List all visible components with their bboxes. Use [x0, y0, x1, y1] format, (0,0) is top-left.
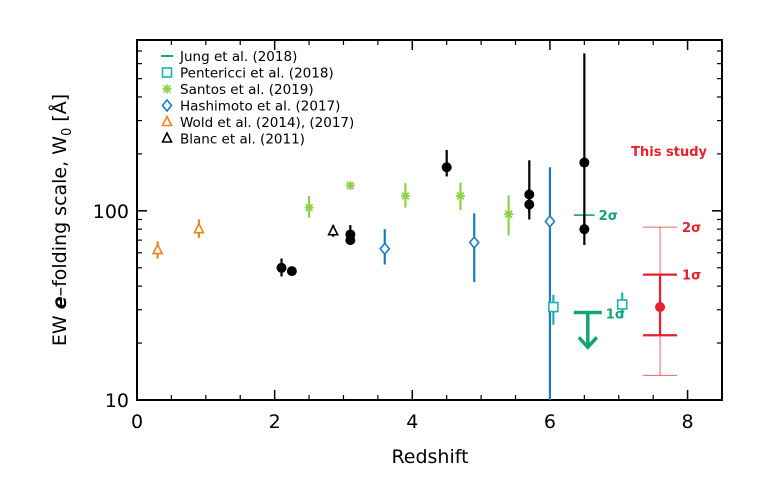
data-point	[286, 266, 297, 277]
data-point	[548, 301, 559, 313]
upper-limit-label: 1σ	[606, 308, 625, 323]
x-tick-label: 8	[682, 411, 694, 433]
data-point	[616, 299, 628, 310]
data-point	[579, 157, 590, 168]
data-point	[441, 162, 452, 173]
series-triangle-0	[327, 223, 339, 237]
legend-label: Pentericci et al. (2018)	[180, 66, 334, 82]
data-point	[345, 181, 355, 191]
data-point	[579, 224, 590, 235]
one-sigma-label: 1σ	[682, 269, 701, 284]
data-point	[544, 214, 556, 229]
data-point	[524, 199, 535, 210]
legend-label: Hashimoto et al. (2017)	[180, 99, 340, 115]
legend-item: Wold et al. (2014), (2017)	[161, 114, 354, 131]
this-study-marker	[655, 302, 666, 313]
two-sigma-label: 2σ	[682, 221, 701, 236]
legend-item: Blanc et al. (2011)	[161, 131, 305, 148]
data-point	[276, 262, 287, 273]
legend-marker	[161, 131, 173, 143]
legend-item: Hashimoto et al. (2017)	[161, 98, 340, 115]
x-tick-label: 0	[131, 411, 143, 433]
series-square-4	[548, 292, 628, 325]
legend-item: Pentericci et al. (2018)	[161, 66, 334, 82]
legend-label: Wold et al. (2014), (2017)	[180, 115, 354, 131]
data-point	[151, 242, 164, 255]
x-tick-label: 4	[406, 411, 418, 433]
data-point	[455, 191, 465, 201]
y-tick-label: 10	[105, 390, 129, 412]
data-point	[504, 209, 514, 219]
jung-2sigma-label: 2σ	[599, 209, 618, 224]
data-point	[400, 191, 410, 201]
legend-marker	[161, 98, 173, 113]
x-tick-label: 2	[269, 411, 281, 433]
series-diamond-2	[379, 167, 556, 400]
legend-marker	[162, 84, 172, 94]
this-study-point: 2σ 1σ	[643, 221, 701, 376]
series-triangle-1	[151, 219, 205, 259]
legend-label: Blanc et al. (2011)	[180, 132, 305, 148]
data-point	[193, 221, 205, 234]
data-point	[304, 203, 314, 213]
y-tick-label: 100	[93, 201, 129, 223]
legend-item: Jung et al. (2018)	[161, 49, 297, 65]
this-study-label: This study	[631, 145, 707, 160]
series-circle-6	[276, 53, 590, 277]
y-axis-title: EW e–folding scale, W0 [Å]	[48, 94, 75, 346]
data-point	[345, 235, 356, 246]
legend-marker	[161, 67, 173, 78]
upper-limit-arrow: 1σ	[573, 308, 625, 350]
x-tick-label: 6	[544, 411, 556, 433]
series-asterisk-3	[304, 181, 514, 236]
legend-label: Jung et al. (2018)	[179, 49, 297, 65]
data-point	[468, 235, 480, 250]
x-axis-title: Redshift	[391, 446, 468, 468]
legend-label: Santos et al. (2019)	[180, 82, 314, 98]
upper-limit-head	[577, 336, 599, 350]
legend-item: Santos et al. (2019)	[162, 82, 314, 98]
data-point	[379, 242, 391, 256]
legend-marker	[161, 114, 173, 127]
data-marks: 2σ 1σ 2σ 1σ	[151, 53, 701, 400]
data-point	[327, 223, 339, 236]
legend: Jung et al. (2018)Pentericci et al. (201…	[161, 49, 354, 148]
